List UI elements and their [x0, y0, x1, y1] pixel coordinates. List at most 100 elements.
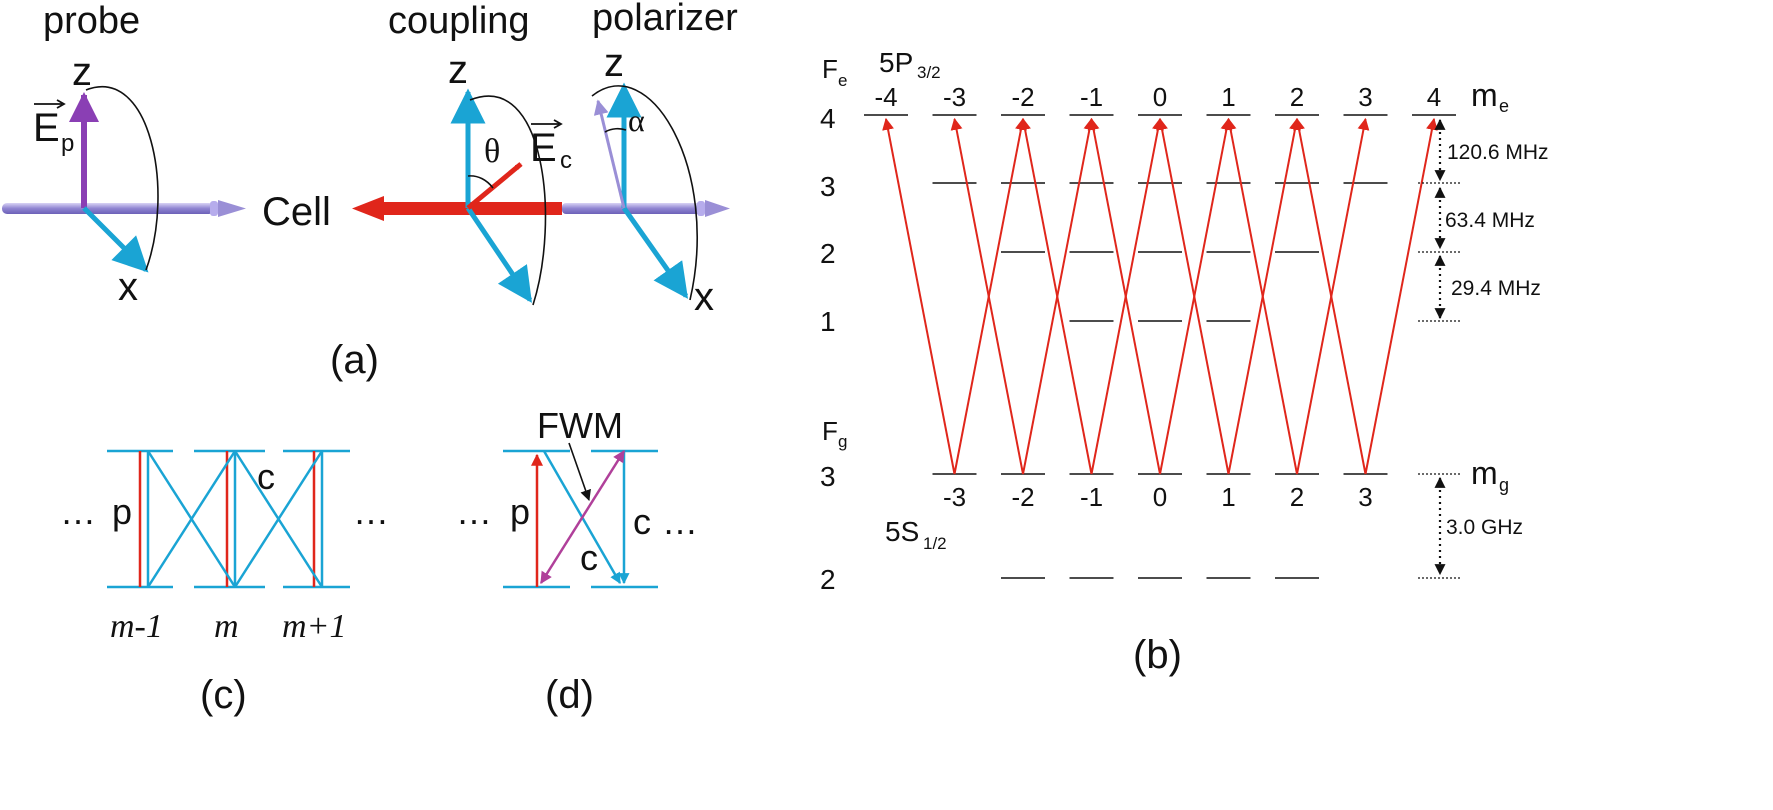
- panel-d-dots-right: …: [662, 501, 698, 542]
- panel-c-dots-right: …: [353, 491, 389, 532]
- optical-transitions: [882, 117, 1438, 475]
- fg-header: F g: [822, 416, 847, 451]
- fe-letter: F: [822, 54, 838, 84]
- me-value: -2: [1011, 82, 1034, 112]
- panel-c-caption: (c): [200, 673, 247, 717]
- transition-g-2-e-3: [950, 117, 1024, 475]
- label-m-minus-1: m-1: [110, 608, 163, 645]
- coupling-theta-arc: [467, 175, 494, 189]
- ground-state-name: 5S: [885, 516, 919, 547]
- probe-field-label: E p: [33, 99, 74, 157]
- fe-header: F e: [822, 54, 847, 90]
- ground-state-label: 5S 1/2: [885, 516, 947, 553]
- coupling-field-sub: c: [560, 147, 572, 174]
- coupling-title: coupling: [388, 0, 530, 42]
- mg-value: -1: [1080, 482, 1103, 512]
- transition-g0-e-1: [1087, 117, 1161, 475]
- panel-c-dots-left: …: [60, 491, 96, 532]
- panel-a: probe coupling polarizer z x E p Cell: [2, 0, 738, 382]
- alpha-label: α: [628, 102, 645, 138]
- transition-g3-e2: [1293, 117, 1367, 475]
- panel-d-c-label-right: c: [633, 501, 651, 542]
- mg-header: m g: [1471, 455, 1509, 495]
- probe-field-letter: E: [33, 106, 60, 150]
- transition-g1-e0: [1156, 117, 1230, 475]
- coupling-field-label: E c: [530, 119, 572, 174]
- me-value: -3: [943, 82, 966, 112]
- mg-value: 0: [1153, 482, 1167, 512]
- fg-letter: F: [822, 416, 838, 446]
- fg-level-2: 2: [820, 564, 836, 595]
- coupling-x-axis: [465, 206, 533, 303]
- polarizer-x-label: x: [694, 275, 714, 319]
- probe-rotation-arc: [85, 86, 159, 271]
- me-value: 2: [1290, 82, 1304, 112]
- polarizer-axis-arrow: [593, 99, 626, 209]
- panel-d: FWM … p c … c (d): [456, 405, 698, 717]
- probe-title: probe: [43, 0, 140, 42]
- panel-a-caption: (a): [330, 338, 379, 382]
- coupling-beam: [352, 196, 562, 221]
- excited-state-name: 5P: [879, 47, 913, 78]
- mg-value: 3: [1358, 482, 1372, 512]
- panel-b: F e 5P 3/2 m e F g m g 5S 1/2 4 3 2 1 3 …: [820, 47, 1549, 677]
- polarizer-alpha-arc: [604, 127, 627, 133]
- fe-level-1: 1: [820, 306, 836, 337]
- panel-c-c-label: c: [257, 456, 275, 497]
- coupling-rotation-arc: [469, 95, 547, 306]
- excited-state-label: 5P 3/2: [879, 47, 941, 82]
- me-header: m e: [1471, 77, 1509, 116]
- mg-value: 1: [1221, 482, 1235, 512]
- me-value: 0: [1153, 82, 1167, 112]
- polarizer-z-label: z: [604, 41, 624, 85]
- coupling-e-field-arrow: [466, 162, 523, 210]
- fg-level-3: 3: [820, 461, 836, 492]
- me-value: 3: [1358, 82, 1372, 112]
- probe-z-label: z: [72, 50, 92, 94]
- probe-field-sub: p: [61, 130, 74, 157]
- transition-g-1-e-2: [1019, 117, 1093, 475]
- polarizer-title: polarizer: [592, 0, 738, 39]
- excited-state-sub: 3/2: [917, 63, 941, 82]
- panel-c: … p c … m-1 m m+1 (c): [60, 449, 389, 717]
- output-beam: [562, 200, 730, 217]
- probe-beam: [2, 200, 246, 217]
- mg-sub: g: [1499, 475, 1509, 495]
- polarizer-rotation-arc: [591, 85, 698, 301]
- me-value: -1: [1080, 82, 1103, 112]
- theta-label: θ: [484, 133, 500, 170]
- panel-c-p-label: p: [112, 491, 132, 532]
- transition-g3-e4: [1364, 117, 1438, 475]
- polarizer-x-axis: [621, 206, 689, 299]
- me-value: -4: [874, 82, 897, 112]
- probe-x-axis: [82, 206, 149, 273]
- panel-d-fwm-transition: [539, 449, 626, 585]
- panel-d-dots-left: …: [456, 491, 492, 532]
- mg-letter: m: [1471, 455, 1498, 491]
- me-sub: e: [1499, 96, 1509, 116]
- fe-level-4: 4: [820, 103, 836, 134]
- splitting-label-1: 120.6 MHz: [1447, 141, 1549, 164]
- panel-d-p-label: p: [510, 491, 530, 532]
- coupling-z-label: z: [448, 48, 468, 92]
- splitting-tick-lines: [1418, 182, 1462, 579]
- me-letter: m: [1471, 77, 1498, 113]
- splitting-label-3: 29.4 MHz: [1451, 277, 1541, 300]
- fwm-label: FWM: [537, 405, 623, 446]
- me-value: 4: [1427, 82, 1441, 112]
- transition-g-3-e-4: [882, 117, 956, 475]
- mg-value: -3: [943, 482, 966, 512]
- mg-value: 2: [1290, 482, 1304, 512]
- splitting-label-2: 63.4 MHz: [1445, 209, 1535, 232]
- probe-x-label: x: [118, 265, 138, 309]
- label-m: m: [214, 608, 239, 645]
- fe-sub: e: [838, 71, 847, 90]
- mg-value: -2: [1011, 482, 1034, 512]
- fg-sub: g: [838, 432, 847, 451]
- fe-level-2: 2: [820, 238, 836, 269]
- cell-label: Cell: [262, 190, 331, 234]
- panel-c-transitions: [138, 450, 324, 588]
- splitting-label-ground: 3.0 GHz: [1446, 516, 1523, 539]
